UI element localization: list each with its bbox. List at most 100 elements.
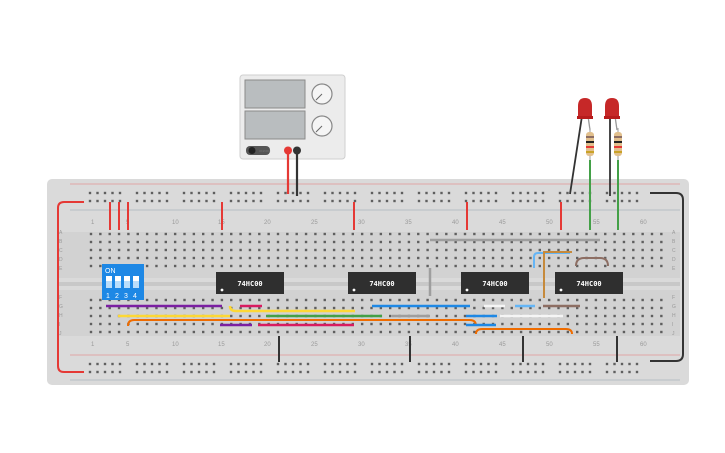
breadboard-hole[interactable] xyxy=(604,298,607,302)
breadboard-hole[interactable] xyxy=(613,370,616,374)
breadboard-hole[interactable] xyxy=(96,370,99,374)
breadboard-hole[interactable] xyxy=(323,191,327,195)
breadboard-hole[interactable] xyxy=(111,199,114,203)
breadboard-hole[interactable] xyxy=(594,330,598,334)
breadboard-hole[interactable] xyxy=(212,370,216,374)
breadboard-hole[interactable] xyxy=(332,240,336,244)
breadboard-hole[interactable] xyxy=(117,330,121,334)
breadboard-hole[interactable] xyxy=(351,248,354,252)
breadboard-hole[interactable] xyxy=(385,199,389,203)
breadboard-hole[interactable] xyxy=(641,248,644,252)
breadboard-hole[interactable] xyxy=(127,232,130,236)
breadboard-hole[interactable] xyxy=(165,191,169,195)
breadboard-hole[interactable] xyxy=(230,314,233,318)
breadboard-hole[interactable] xyxy=(472,199,475,203)
breadboard-hole[interactable] xyxy=(566,191,569,195)
breadboard-hole[interactable] xyxy=(605,199,609,203)
breadboard-hole[interactable] xyxy=(212,191,216,195)
breadboard-hole[interactable] xyxy=(103,199,107,203)
breadboard-hole[interactable] xyxy=(192,298,196,302)
breadboard-hole[interactable] xyxy=(566,322,570,326)
breadboard-hole[interactable] xyxy=(389,314,392,318)
breadboard-hole[interactable] xyxy=(99,264,102,268)
breadboard-hole[interactable] xyxy=(447,191,451,195)
breadboard-hole[interactable] xyxy=(605,370,609,374)
breadboard-hole[interactable] xyxy=(440,370,443,374)
breadboard-hole[interactable] xyxy=(417,199,421,203)
breadboard-hole[interactable] xyxy=(585,330,588,334)
breadboard-hole[interactable] xyxy=(342,256,345,260)
breadboard-hole[interactable] xyxy=(111,370,114,374)
breadboard-hole[interactable] xyxy=(99,330,102,334)
breadboard-hole[interactable] xyxy=(145,256,149,260)
breadboard-hole[interactable] xyxy=(628,191,631,195)
breadboard-hole[interactable] xyxy=(594,248,598,252)
breadboard-hole[interactable] xyxy=(510,322,513,326)
breadboard-hole[interactable] xyxy=(566,298,570,302)
breadboard-hole[interactable] xyxy=(566,264,570,268)
breadboard-hole[interactable] xyxy=(613,322,616,326)
breadboard-hole[interactable] xyxy=(331,370,334,374)
breadboard-hole[interactable] xyxy=(164,256,167,260)
breadboard-hole[interactable] xyxy=(613,330,616,334)
orange-wire[interactable] xyxy=(475,328,573,335)
breadboard-hole[interactable] xyxy=(641,306,644,310)
breadboard-hole[interactable] xyxy=(557,232,560,236)
breadboard-hole[interactable] xyxy=(99,306,102,310)
breadboard-hole[interactable] xyxy=(650,232,654,236)
breadboard-hole[interactable] xyxy=(304,306,308,310)
breadboard-hole[interactable] xyxy=(566,362,569,366)
breadboard-hole[interactable] xyxy=(435,322,439,326)
breadboard-hole[interactable] xyxy=(96,191,99,195)
breadboard-hole[interactable] xyxy=(660,248,663,252)
breadboard-hole[interactable] xyxy=(244,199,248,203)
breadboard-hole[interactable] xyxy=(628,370,631,374)
breadboard-hole[interactable] xyxy=(400,362,404,366)
breadboard-hole[interactable] xyxy=(547,240,551,244)
breadboard-hole[interactable] xyxy=(155,264,158,268)
breadboard-hole[interactable] xyxy=(158,199,161,203)
breadboard-hole[interactable] xyxy=(576,248,579,252)
breadboard-hole[interactable] xyxy=(259,199,263,203)
breadboard-hole[interactable] xyxy=(205,199,208,203)
breadboard-hole[interactable] xyxy=(346,362,349,366)
breadboard-hole[interactable] xyxy=(501,330,504,334)
breadboard-hole[interactable] xyxy=(557,248,560,252)
breadboard-hole[interactable] xyxy=(594,322,598,326)
breadboard-hole[interactable] xyxy=(197,199,201,203)
breadboard-hole[interactable] xyxy=(99,314,102,318)
breadboard-hole[interactable] xyxy=(135,199,139,203)
breadboard-hole[interactable] xyxy=(239,232,242,236)
breadboard-hole[interactable] xyxy=(306,199,310,203)
breadboard-hole[interactable] xyxy=(230,330,233,334)
breadboard-hole[interactable] xyxy=(323,330,326,334)
breadboard-hole[interactable] xyxy=(258,232,261,236)
breadboard-hole[interactable] xyxy=(622,240,626,244)
breadboard-hole[interactable] xyxy=(304,330,308,334)
breadboard-hole[interactable] xyxy=(604,330,607,334)
breadboard-hole[interactable] xyxy=(491,264,495,268)
breadboard-hole[interactable] xyxy=(511,362,515,366)
breadboard-hole[interactable] xyxy=(566,248,570,252)
breadboard-hole[interactable] xyxy=(389,306,392,310)
breadboard-hole[interactable] xyxy=(417,232,420,236)
breadboard-hole[interactable] xyxy=(464,362,468,366)
breadboard-hole[interactable] xyxy=(557,306,560,310)
breadboard-hole[interactable] xyxy=(482,248,485,252)
breadboard-hole[interactable] xyxy=(248,298,252,302)
breadboard-hole[interactable] xyxy=(393,191,396,195)
breadboard-hole[interactable] xyxy=(143,370,146,374)
breadboard-hole[interactable] xyxy=(510,240,513,244)
breadboard-hole[interactable] xyxy=(622,306,626,310)
breadboard-hole[interactable] xyxy=(534,362,537,366)
breadboard-hole[interactable] xyxy=(108,248,111,252)
breadboard-hole[interactable] xyxy=(454,232,457,236)
breadboard-hole[interactable] xyxy=(573,191,577,195)
breadboard-hole[interactable] xyxy=(432,362,436,366)
breadboard-hole[interactable] xyxy=(511,370,515,374)
breadboard-hole[interactable] xyxy=(635,370,639,374)
breadboard-hole[interactable] xyxy=(211,240,214,244)
breadboard-hole[interactable] xyxy=(89,256,93,260)
breadboard-hole[interactable] xyxy=(622,232,626,236)
breadboard-hole[interactable] xyxy=(473,240,476,244)
